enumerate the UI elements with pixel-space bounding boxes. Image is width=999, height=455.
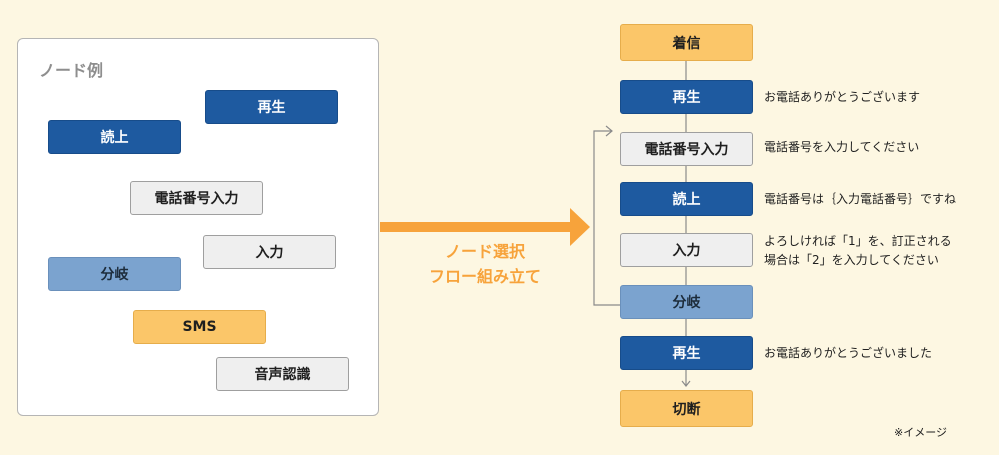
example-node-input: 入力 xyxy=(203,235,336,269)
flow-node-play-2: 再生 xyxy=(620,336,753,370)
flow-node-incoming: 着信 xyxy=(620,24,753,61)
flow-node-phone-input: 電話番号入力 xyxy=(620,132,753,166)
arrow-label-line2: フロー組み立て xyxy=(428,267,541,286)
selection-arrow-shaft xyxy=(380,222,572,232)
flow-node-branch: 分岐 xyxy=(620,285,753,319)
example-node-play: 再生 xyxy=(205,90,338,124)
example-node-read: 読上 xyxy=(48,120,181,154)
flow-node-disconnect: 切断 xyxy=(620,390,753,427)
arrow-label-line1: ノード選択 xyxy=(444,242,525,261)
example-node-branch: 分岐 xyxy=(48,257,181,291)
image-note: ※イメージ xyxy=(894,426,947,439)
flow-desc-play-1: お電話ありがとうございます xyxy=(764,90,921,104)
example-node-speech-recognition: 音声認識 xyxy=(216,357,349,391)
flow-node-read: 読上 xyxy=(620,182,753,216)
flow-node-play-1: 再生 xyxy=(620,80,753,114)
selection-arrow-head xyxy=(570,208,590,246)
flow-desc-input-line1: よろしければ「1」を、訂正される xyxy=(764,234,952,248)
flow-node-input: 入力 xyxy=(620,233,753,267)
flow-desc-phone-input: 電話番号を入力してください xyxy=(764,140,920,154)
panel-title: ノード例 xyxy=(39,61,104,80)
flow-desc-read: 電話番号は｛入力電話番号｝ですね xyxy=(764,192,957,206)
example-node-phone-input: 電話番号入力 xyxy=(130,181,263,215)
example-node-sms: SMS xyxy=(133,310,266,344)
flow-desc-input-line2: 場合は「2」を入力してください xyxy=(764,253,939,267)
flow-desc-play-2: お電話ありがとうございました xyxy=(764,346,933,360)
